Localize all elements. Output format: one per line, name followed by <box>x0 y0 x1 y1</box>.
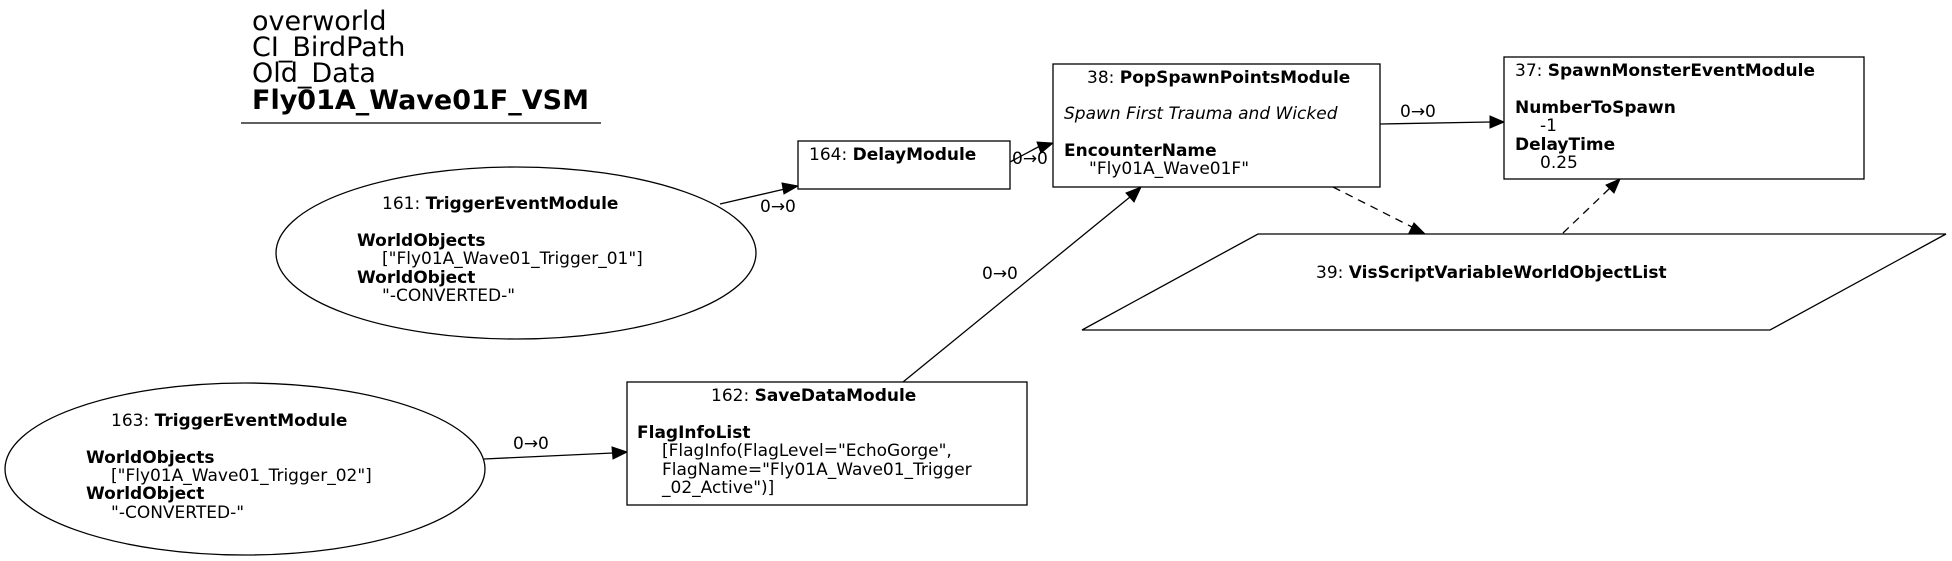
edge-162-38-arrowhead <box>1125 186 1142 203</box>
node-163-trigger-event-module[interactable]: 163: TriggerEventModule WorldObjects ["F… <box>4 382 486 556</box>
node-161-shape <box>275 166 757 340</box>
node-37-header: 37: SpawnMonsterEventModule <box>1515 61 1815 81</box>
edge-38-39-dashed <box>1332 186 1413 228</box>
node-39-variable-world-object-list[interactable]: 39: VisScriptVariableWorldObjectList <box>1081 233 1947 331</box>
node-163-shape <box>4 382 486 556</box>
title-line-1: overworld <box>252 6 387 37</box>
node-161-name: TriggerEventModule <box>426 194 619 214</box>
node-161-param-value: ["Fly01A_Wave01_Trigger_01"] <box>382 249 643 269</box>
node-163-param2-label: WorldObject <box>86 484 204 504</box>
edge-163-162-arrowhead <box>611 446 629 460</box>
graph-title: overworld CI_BirdPath Old_Data Fly01A_Wa… <box>241 6 601 124</box>
edge-38-37-arrowhead <box>1489 115 1506 129</box>
edge-164-38 <box>1009 145 1041 163</box>
title-graph-name: Fly01A_Wave01F_VSM <box>252 85 589 116</box>
node-163-param-value: ["Fly01A_Wave01_Trigger_02"] <box>111 466 372 486</box>
edge-164-38-arrowhead <box>1036 141 1055 154</box>
node-39-header: 39: VisScriptVariableWorldObjectList <box>1316 263 1667 283</box>
edge-38-39-arrowhead <box>1408 222 1426 234</box>
edge-164-38-label: 0→0 <box>1012 149 1048 169</box>
node-162-name: SaveDataModule <box>755 386 917 406</box>
node-163-id: 163: <box>111 411 155 431</box>
edge-161-164-arrowhead <box>781 182 800 195</box>
node-163-param2-value: "-CONVERTED-" <box>111 503 244 523</box>
node-163-header: 163: TriggerEventModule <box>111 411 347 431</box>
node-37-param2-value: 0.25 <box>1540 153 1578 173</box>
node-161-trigger-event-module[interactable]: 161: TriggerEventModule WorldObjects ["F… <box>275 166 757 340</box>
node-37-param-label: NumberToSpawn <box>1515 98 1676 118</box>
edge-38-37-label: 0→0 <box>1400 102 1436 122</box>
node-163-name: TriggerEventModule <box>155 411 348 431</box>
node-163-param-label: WorldObjects <box>86 448 215 468</box>
title-line-3: Old_Data <box>252 58 376 89</box>
node-161-id: 161: <box>382 194 426 214</box>
node-162-header: 162: SaveDataModule <box>711 386 916 406</box>
node-38-pop-spawn-points-module[interactable]: 38: PopSpawnPointsModule Spawn First Tra… <box>1052 63 1381 188</box>
edge-163-162 <box>483 452 614 460</box>
node-38-comment: Spawn First Trauma and Wicked <box>1064 104 1338 124</box>
node-162-save-data-module[interactable]: 162: SaveDataModule FlagInfoList [FlagIn… <box>626 381 1028 506</box>
node-162-param-value-line-1: [FlagInfo(FlagLevel="EchoGorge", <box>662 441 952 461</box>
node-37-spawn-monster-event-module[interactable]: 37: SpawnMonsterEventModule NumberToSpaw… <box>1503 56 1865 180</box>
edge-161-164 <box>719 188 786 205</box>
node-161-param2-label: WorldObject <box>357 268 475 288</box>
node-38-param-value: "Fly01A_Wave01F" <box>1089 159 1249 179</box>
node-37-name: SpawnMonsterEventModule <box>1548 61 1815 81</box>
node-162-id: 162: <box>711 386 755 406</box>
node-39-id: 39: <box>1316 263 1349 283</box>
node-37-shape <box>1503 56 1865 180</box>
node-164-header: 164: DelayModule <box>809 145 976 165</box>
node-37-param-value: -1 <box>1540 116 1557 136</box>
edge-39-37-dashed <box>1562 187 1611 234</box>
edge-161-164-label: 0→0 <box>760 197 796 217</box>
node-162-param-label: FlagInfoList <box>637 423 751 443</box>
node-161-header: 161: TriggerEventModule <box>382 194 618 214</box>
edges: 0→0 0→0 0→0 0→0 0→0 <box>483 102 1621 460</box>
node-161-param2-value: "-CONVERTED-" <box>382 286 515 306</box>
edge-162-38 <box>902 196 1131 383</box>
node-164-delay-module[interactable]: 164: DelayModule <box>797 140 1011 190</box>
edge-163-162-label: 0→0 <box>513 434 549 454</box>
node-162-param-value-line-3: _02_Active")] <box>661 478 774 498</box>
title-line-2: CI_BirdPath <box>252 32 405 63</box>
node-39-shape <box>1081 233 1947 331</box>
node-38-id: 38: <box>1087 68 1120 88</box>
node-38-shape <box>1052 63 1381 188</box>
node-164-shape <box>797 140 1011 190</box>
node-38-name: PopSpawnPointsModule <box>1120 68 1351 88</box>
node-162-param-value-line-2: FlagName="Fly01A_Wave01_Trigger <box>662 460 972 480</box>
node-37-id: 37: <box>1515 61 1548 81</box>
node-161-param-label: WorldObjects <box>357 231 486 251</box>
edge-162-38-label: 0→0 <box>982 264 1018 284</box>
edge-39-37-arrowhead <box>1605 178 1621 194</box>
node-38-header: 38: PopSpawnPointsModule <box>1087 68 1350 88</box>
node-39-name: VisScriptVariableWorldObjectList <box>1349 263 1667 283</box>
node-37-param2-label: DelayTime <box>1515 135 1615 155</box>
edge-38-37 <box>1379 121 1491 125</box>
node-164-id: 164: <box>809 145 853 165</box>
node-164-name: DelayModule <box>853 145 977 165</box>
node-162-shape <box>626 381 1028 506</box>
node-38-param-label: EncounterName <box>1064 141 1217 161</box>
